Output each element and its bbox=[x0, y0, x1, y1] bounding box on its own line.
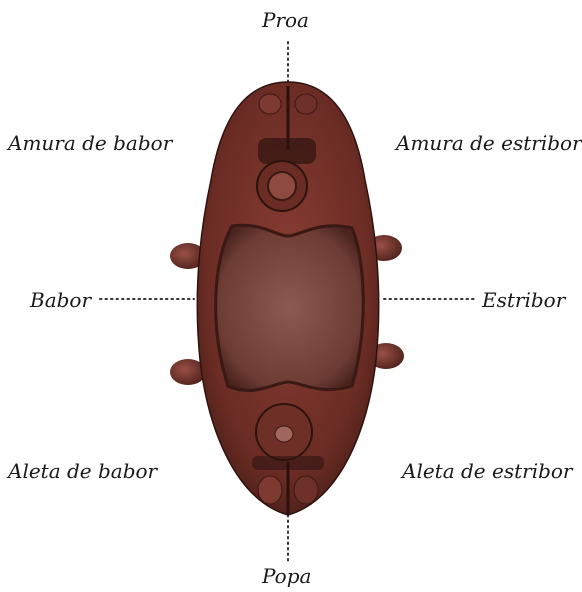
top-face-inner bbox=[268, 172, 296, 200]
label-proa: Proa bbox=[262, 10, 309, 30]
prow-shadow bbox=[258, 138, 316, 164]
stern-bump-right bbox=[294, 476, 318, 504]
prow-bump-left bbox=[259, 94, 281, 114]
label-aleta-babor: Aleta de babor bbox=[8, 461, 157, 481]
stern-bump-left bbox=[258, 476, 282, 504]
label-amura-estribor: Amura de estribor bbox=[396, 133, 582, 153]
label-aleta-estribor: Aleta de estribor bbox=[402, 461, 573, 481]
label-amura-babor: Amura de babor bbox=[8, 133, 172, 153]
label-popa: Popa bbox=[262, 566, 311, 586]
stern-shadow bbox=[252, 456, 324, 470]
prow-bump-right bbox=[295, 94, 317, 114]
basin bbox=[216, 225, 364, 390]
label-estribor: Estribor bbox=[482, 290, 565, 310]
label-babor: Babor bbox=[30, 290, 91, 310]
bottom-face-nose bbox=[275, 426, 293, 442]
